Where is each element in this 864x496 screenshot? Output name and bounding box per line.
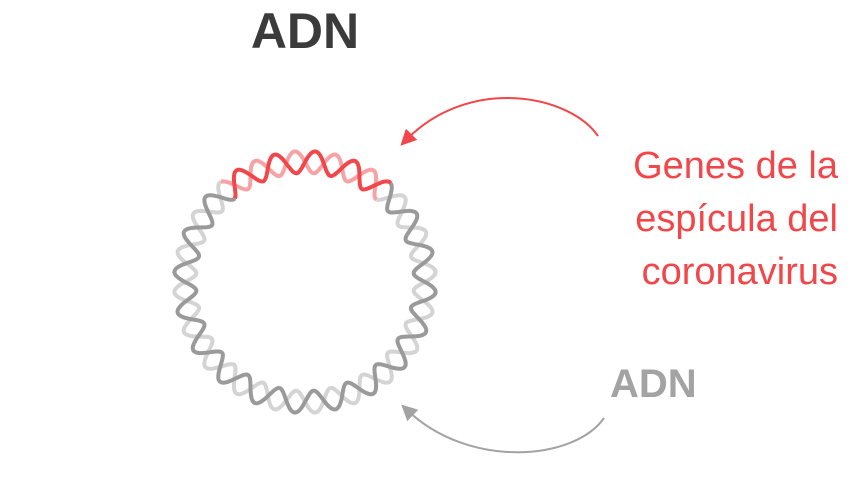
- spike-genes-label-line: coronavirus: [641, 251, 838, 293]
- dna-label: ADN: [610, 362, 697, 406]
- spike-genes-label-line: Genes de la: [633, 145, 838, 187]
- spike-genes-arrow: [400, 97, 599, 146]
- spike-genes-label-line: espícula del: [635, 198, 838, 240]
- dna-strand-light: [172, 180, 438, 415]
- spike-gene-strand-light: [220, 149, 379, 202]
- spike-gene-strand-dark: [231, 149, 393, 200]
- spike-genes-label: Genes de la espícula del coronavirus: [633, 140, 838, 299]
- dna-strand-dark: [172, 182, 438, 415]
- dna-arrow: [401, 404, 605, 454]
- dna-helix-ring: [172, 149, 438, 415]
- diagram-title: ADN: [250, 3, 360, 59]
